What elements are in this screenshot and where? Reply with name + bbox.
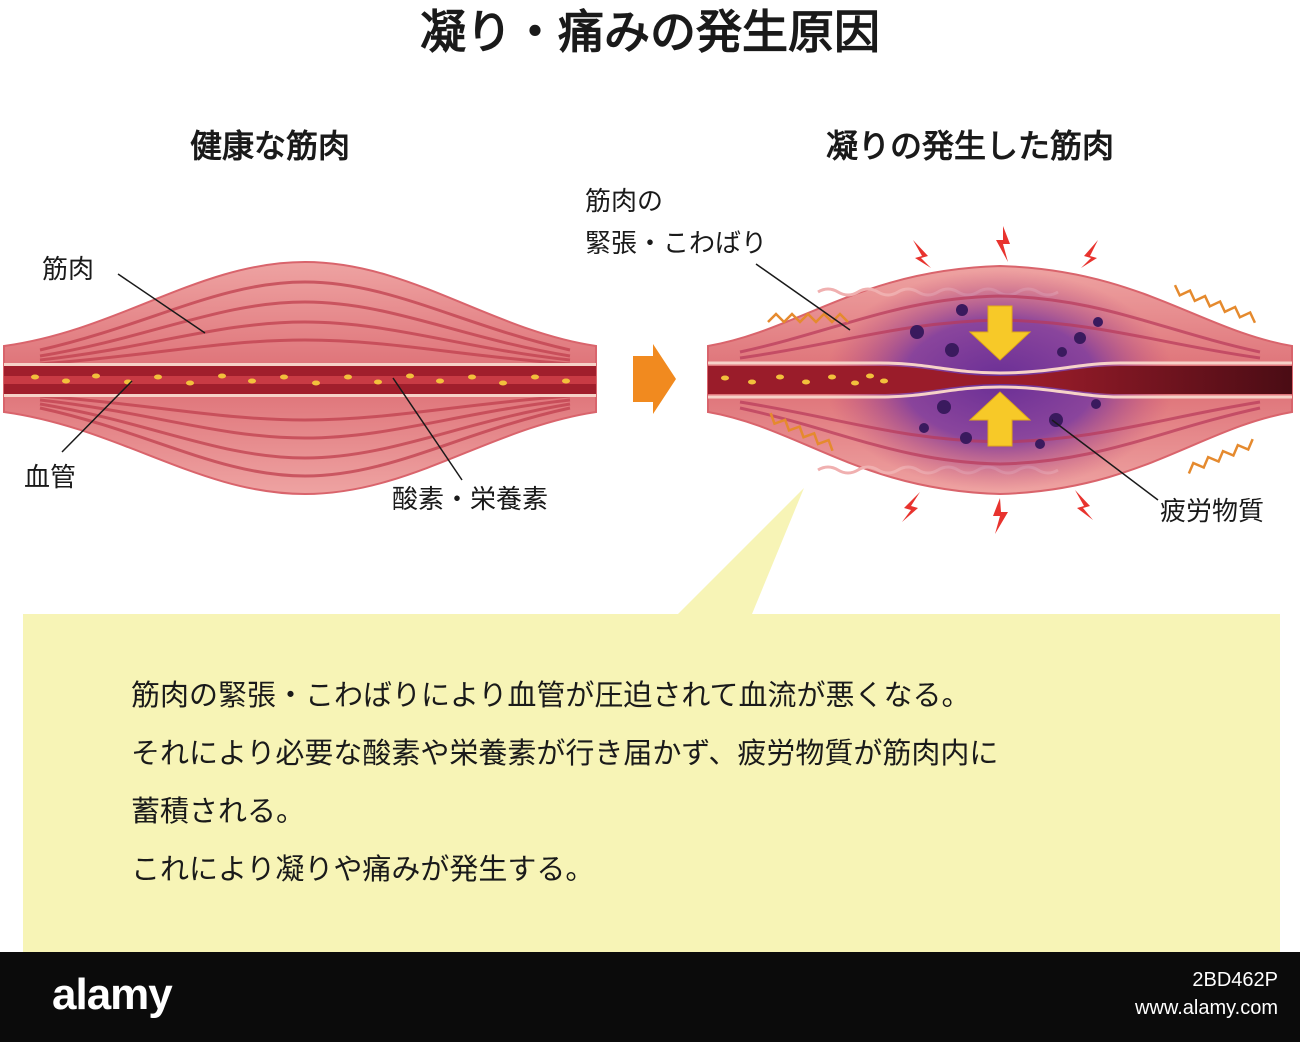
- image-id: 2BD462P: [1192, 969, 1278, 991]
- vibration-icon: [767, 284, 1257, 474]
- fatigue-particles-icon: [910, 304, 1103, 449]
- muscle-diagram: [3, 226, 1293, 614]
- healthy-muscle-title: 健康な筋肉: [190, 127, 351, 165]
- stiff-nutrients: [721, 373, 888, 386]
- label-tension-line2: 緊張・こわばり: [585, 229, 768, 259]
- explanation-line-1: 筋肉の緊張・こわばりにより血管が圧迫されて血流が悪くなる。: [131, 678, 971, 712]
- stiff-muscle: [707, 226, 1293, 534]
- callout-pointer: [678, 488, 804, 614]
- page-title: 凝り・痛みの発生原因: [420, 5, 880, 59]
- site-url: www.alamy.com: [1135, 997, 1278, 1019]
- transition-arrow-icon: [633, 344, 676, 414]
- compress-down-arrow-icon: [968, 305, 1032, 361]
- footer-info: 2BD462P www.alamy.com: [1135, 966, 1278, 1022]
- label-muscle: 筋肉: [42, 255, 95, 285]
- label-fatigue-substance: 疲労物質: [1160, 497, 1265, 527]
- explanation-line-3: 蓄積される。: [131, 794, 306, 828]
- stiff-blood-vessel: [708, 366, 1292, 394]
- label-tension-line1: 筋肉の: [585, 187, 664, 217]
- explanation-line-2: それにより必要な酸素や栄養素が行き届かず、疲労物質が筋肉内に: [131, 736, 999, 770]
- label-blood-vessel: 血管: [24, 463, 77, 493]
- healthy-muscle: [3, 260, 597, 496]
- compress-up-arrow-icon: [968, 391, 1032, 447]
- pain-bolt-icon: [902, 226, 1098, 534]
- healthy-nutrients: [31, 373, 570, 386]
- footer-bar: alamy 2BD462P www.alamy.com: [0, 952, 1300, 1042]
- explanation-line-4: これにより凝りや痛みが発生する。: [131, 852, 595, 886]
- explanation-box: 筋肉の緊張・こわばりにより血管が圧迫されて血流が悪くなる。 それにより必要な酸素…: [23, 614, 1280, 952]
- label-oxygen-nutrients: 酸素・栄養素: [392, 485, 549, 515]
- alamy-logo: alamy: [52, 970, 173, 1019]
- stiff-muscle-title: 凝りの発生した筋肉: [826, 127, 1115, 165]
